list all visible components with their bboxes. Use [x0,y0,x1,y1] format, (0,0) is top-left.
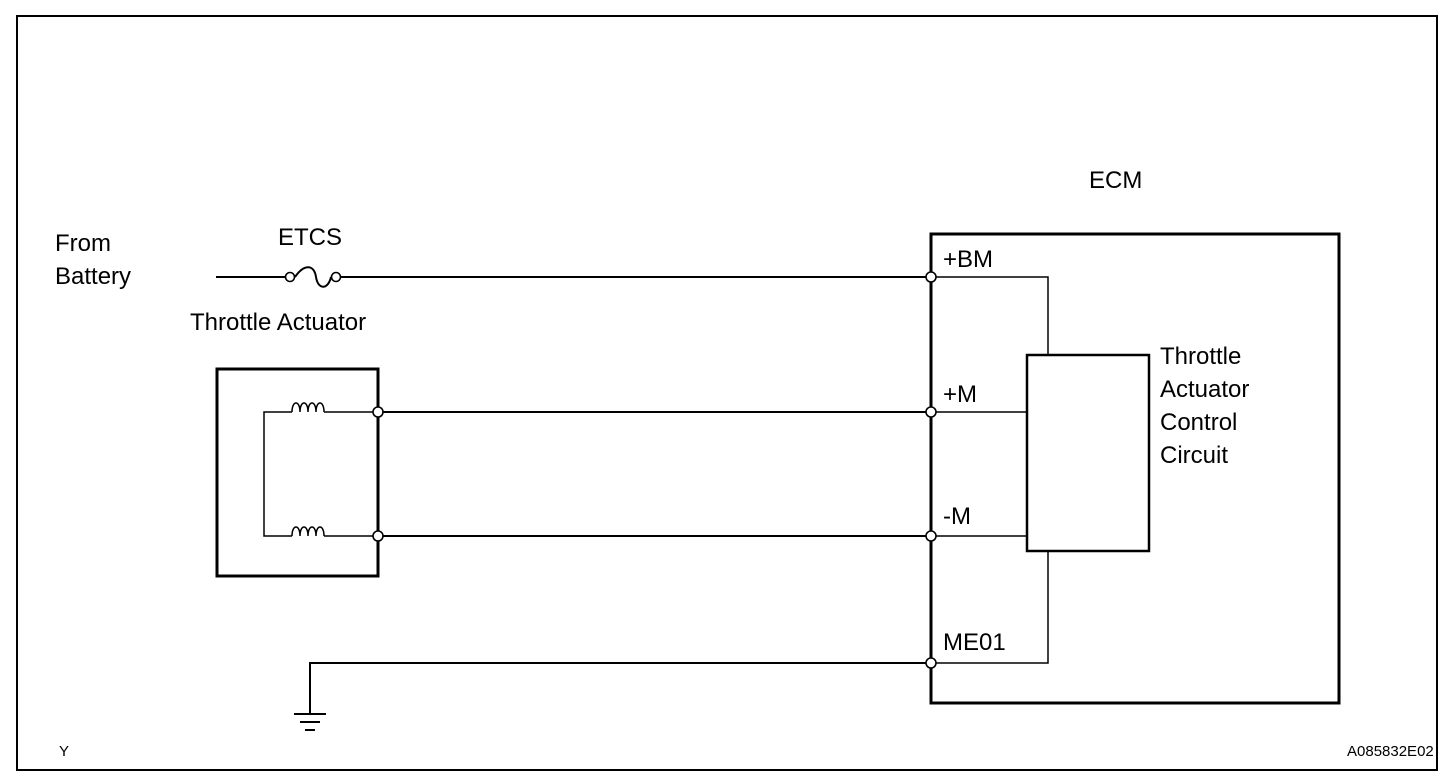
ecm-box [929,232,1341,705]
motor-coil-top-icon [291,402,325,413]
actuator-terminal-bottom [372,530,384,542]
terminal-me01-label: ME01 [943,629,1006,656]
wire-ground [309,662,926,714]
actuator-internal-loop [263,411,292,537]
from-battery-label-line1: From [55,230,111,257]
terminal-m-minus-label: -M [943,503,971,530]
motor-coil-bottom-icon [291,526,325,537]
throttle-actuator-box [215,367,380,578]
fuse-icon [284,266,342,288]
control-circuit-label-line3: Control [1160,409,1237,436]
figure-code: A085832E02 [1347,743,1434,760]
terminal-m-plus [925,406,937,418]
ecm-wire-bm [936,276,1049,355]
control-circuit-box [1025,353,1151,553]
terminal-me01 [925,657,937,669]
fuse-label: ETCS [278,224,342,251]
control-circuit-label-line1: Throttle [1160,343,1241,370]
actuator-terminal-top [372,406,384,418]
ecm-wire-me01 [936,551,1049,664]
terminal-bm-label: +BM [943,246,993,273]
ecm-label: ECM [1089,167,1142,194]
control-circuit-label-line2: Actuator [1160,376,1249,403]
terminal-m-plus-label: +M [943,381,977,408]
corner-mark: Y [59,743,69,760]
from-battery-label-line2: Battery [55,263,131,290]
ground-icon [294,713,326,731]
diagram-frame [16,15,1438,771]
control-circuit-label-line4: Circuit [1160,442,1228,469]
terminal-bm [925,271,937,283]
terminal-m-minus [925,530,937,542]
throttle-actuator-label: Throttle Actuator [190,309,366,336]
